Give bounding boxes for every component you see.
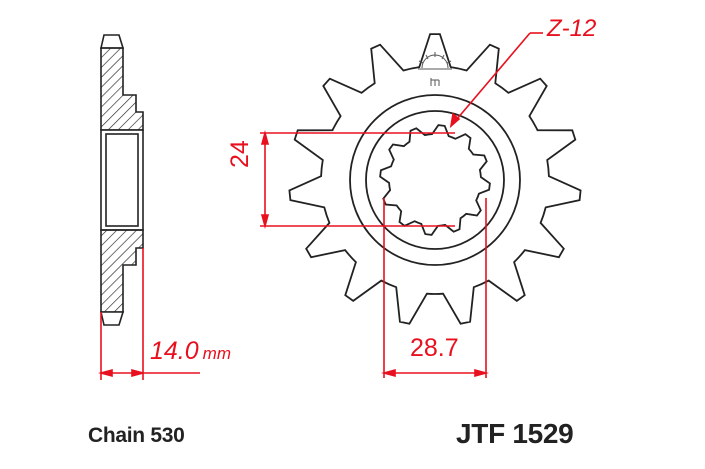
spline-width-label: 28.7 <box>410 334 459 362</box>
spline-height-label: 24 <box>226 140 254 168</box>
side-section-view <box>99 34 144 326</box>
thickness-dimension <box>97 248 200 380</box>
sprocket-front-view <box>288 33 582 325</box>
thickness-value: 14.0 <box>150 337 199 365</box>
chain-size-label: Chain 530 <box>88 424 185 447</box>
front-dimensions <box>260 32 543 378</box>
sun-logo-icon <box>418 52 452 86</box>
thickness-unit: mm <box>202 344 231 363</box>
teeth-count-label: Z-12 <box>547 15 597 42</box>
part-number-label: JTF 1529 <box>456 418 574 449</box>
